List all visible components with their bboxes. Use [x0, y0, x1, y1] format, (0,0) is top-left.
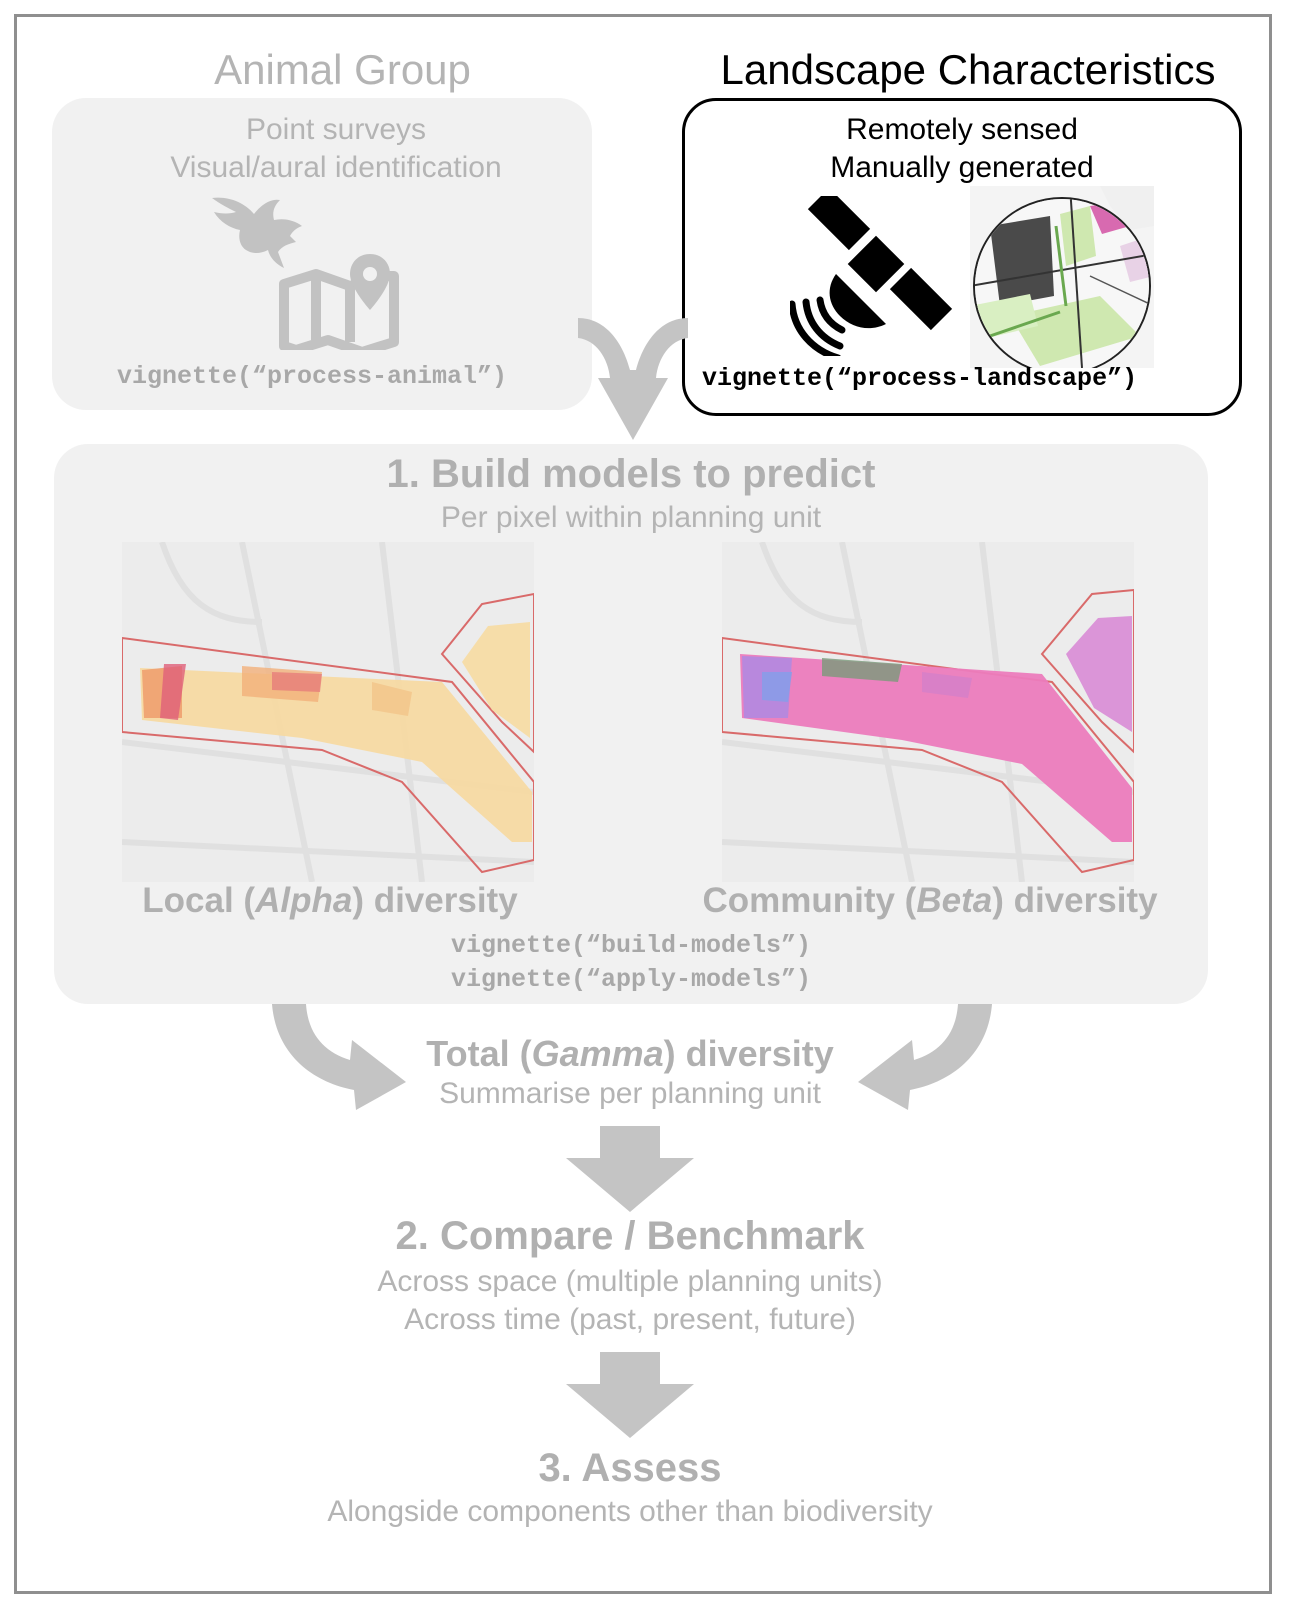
build-title: 1. Build models to predict — [386, 452, 876, 496]
gamma-title-em: Gamma — [531, 1033, 664, 1074]
animal-panel — [52, 98, 592, 410]
landscape-line1: Remotely sensed — [846, 113, 1078, 146]
build-code-1: vignette(“build-models”) — [450, 931, 812, 960]
gamma-subtitle: Summarise per planning unit — [439, 1077, 821, 1110]
eagle-icon — [212, 197, 302, 268]
animal-heading: Animal Group — [214, 46, 471, 93]
gamma-title: Total (Gamma) diversity — [340, 1032, 920, 1076]
down-arrow-1 — [566, 1126, 694, 1212]
landscape-code: vignette(“process-landscape”) — [702, 364, 1138, 393]
animal-line2: Visual/aural identification — [170, 151, 502, 184]
beta-label-pre: Community ( — [702, 881, 917, 920]
left-curved-arrow — [272, 1004, 406, 1110]
alpha-label: Local (Alpha) diversity — [60, 880, 600, 922]
landscape-line2: Manually generated — [830, 151, 1094, 184]
merge-arrow — [578, 318, 688, 440]
down-arrow-2 — [566, 1352, 694, 1438]
gamma-title-pre: Total ( — [426, 1033, 532, 1074]
satellite-icon — [790, 196, 953, 356]
alpha-label-post: ) diversity — [352, 881, 518, 920]
assess-title: 3. Assess — [538, 1446, 722, 1490]
compare-line2: Across time (past, present, future) — [404, 1303, 856, 1336]
right-curved-arrow — [858, 1004, 992, 1110]
beta-label: Community (Beta) diversity — [660, 880, 1200, 922]
map-pin-icon — [279, 254, 399, 350]
compare-line1: Across space (multiple planning units) — [377, 1265, 883, 1298]
build-code-2: vignette(“apply-models”) — [450, 965, 812, 994]
alpha-label-pre: Local ( — [142, 881, 256, 920]
compare-title: 2. Compare / Benchmark — [395, 1214, 865, 1258]
map-inset-image — [970, 186, 1154, 368]
build-subtitle: Per pixel within planning unit — [440, 501, 822, 534]
animal-line1: Point surveys — [245, 113, 427, 146]
beta-label-em: Beta — [916, 881, 993, 920]
alpha-diversity-map — [122, 542, 534, 882]
beta-diversity-map — [722, 542, 1134, 882]
figure-frame — [14, 14, 1272, 1594]
assess-subtitle: Alongside components other than biodiver… — [327, 1495, 933, 1528]
alpha-label-em: Alpha — [255, 881, 353, 920]
animal-code: vignette(“process-animal”) — [116, 362, 508, 391]
beta-label-post: ) diversity — [992, 881, 1158, 920]
landscape-heading: Landscape Characteristics — [720, 46, 1216, 93]
gamma-title-post: ) diversity — [663, 1033, 834, 1074]
